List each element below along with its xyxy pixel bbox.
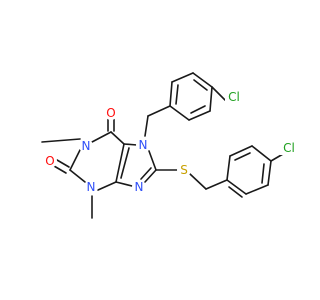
label-background: [43, 154, 57, 168]
bond-n1-c2: [69, 149, 81, 171]
nitrogen-label: N: [82, 139, 91, 153]
bond-n1-methyl: [41, 138, 81, 143]
chlorine-atom-upper: Cl: [225, 90, 243, 104]
lower-ring-bond-3-double: [261, 163, 265, 184]
nitrogen-atom-n3: N: [84, 180, 98, 194]
nitrogen-atom-n9: N: [132, 180, 146, 194]
lower-ring-bond-1-double: [228, 186, 243, 198]
lower-ring-bond-5: [229, 145, 253, 157]
pyrimidine-ring: [69, 131, 130, 191]
lower-ring-bond-2: [245, 184, 269, 195]
oxygen-label: O: [106, 106, 115, 120]
carbonyl-bonds: [53, 117, 115, 174]
upper-ring-bond-2: [171, 72, 194, 83]
bond-n7-c8: [148, 150, 157, 171]
lower-ring-bond-3: [267, 160, 272, 186]
bond-ch2-lower-ring: [205, 179, 228, 190]
lower-ring-bond-4: [251, 145, 272, 162]
oxygen-atom-top: O: [104, 106, 118, 120]
upper-chlorobenzyl-bonds: [144, 72, 226, 137]
nitrogen-atom-n7: N: [136, 138, 150, 152]
upper-ring-bond-4: [209, 86, 213, 112]
upper-ring-bond-6: [169, 105, 190, 121]
label-background: [225, 90, 243, 104]
atom-labels: O O N N N N S Cl: [43, 90, 298, 194]
oxygen-atom-left: O: [43, 154, 57, 168]
upper-ring-bond-1-double: [175, 84, 179, 105]
label-background: [132, 180, 146, 194]
sulfur-atom: S: [177, 163, 191, 177]
label-background: [79, 139, 93, 153]
lower-chlorobenzyl-bonds: [155, 145, 284, 198]
bond-n9-c4: [115, 181, 133, 187]
bond-c8-n9: [144, 169, 157, 183]
bond-n7-ch2: [144, 115, 149, 137]
oxygen-label: O: [45, 154, 54, 168]
upper-ring-bond-3: [192, 72, 213, 88]
chlorine-label: Cl: [228, 90, 240, 104]
upper-ring-bond-5: [188, 110, 211, 121]
label-background: [280, 141, 298, 155]
bond-c4-c5-double: [120, 147, 130, 179]
nitrogen-label: N: [135, 180, 144, 194]
lower-ring-bond-1: [226, 179, 247, 195]
upper-ring-bond-5-double: [190, 105, 206, 114]
lower-ring-bond-6: [226, 155, 231, 181]
bond-c2-o-left-double: [53, 165, 67, 174]
nitrogen-label: N: [87, 180, 96, 194]
bond-s-ch2: [189, 173, 207, 190]
sulfur-label: S: [180, 163, 188, 177]
molecule-structure: O O N N N N S Cl: [41, 72, 298, 219]
label-background: [104, 106, 118, 120]
bond-c6-n1: [91, 131, 112, 143]
label-background: [84, 180, 98, 194]
bond-n3-c4: [97, 181, 117, 191]
upper-ring-bond-3-double: [193, 79, 208, 91]
bond-c2-o-left: [56, 159, 70, 168]
label-background: [177, 163, 191, 177]
nitrogen-label: N: [139, 138, 148, 152]
bond-c8-n9-double: [140, 167, 152, 180]
chlorine-atom-lower: Cl: [280, 141, 298, 155]
label-background: [136, 138, 150, 152]
imidazole-ring: [115, 143, 157, 187]
bond-c2-n3: [69, 169, 86, 183]
bond-ch2-ring: [147, 105, 171, 117]
lower-ring-bond-5-double: [234, 152, 251, 161]
methyl-bonds: [41, 138, 93, 219]
upper-ring-bond-1: [169, 81, 173, 107]
bond-c4-c5: [115, 143, 125, 183]
nitrogen-atom-n1: N: [79, 139, 93, 153]
bond-lower-ring-cl: [270, 153, 284, 162]
chlorine-label: Cl: [283, 141, 295, 155]
bond-upper-ring-cl: [211, 86, 226, 101]
bond-c5-c6: [110, 131, 125, 145]
bond-c5-n7: [123, 143, 138, 146]
